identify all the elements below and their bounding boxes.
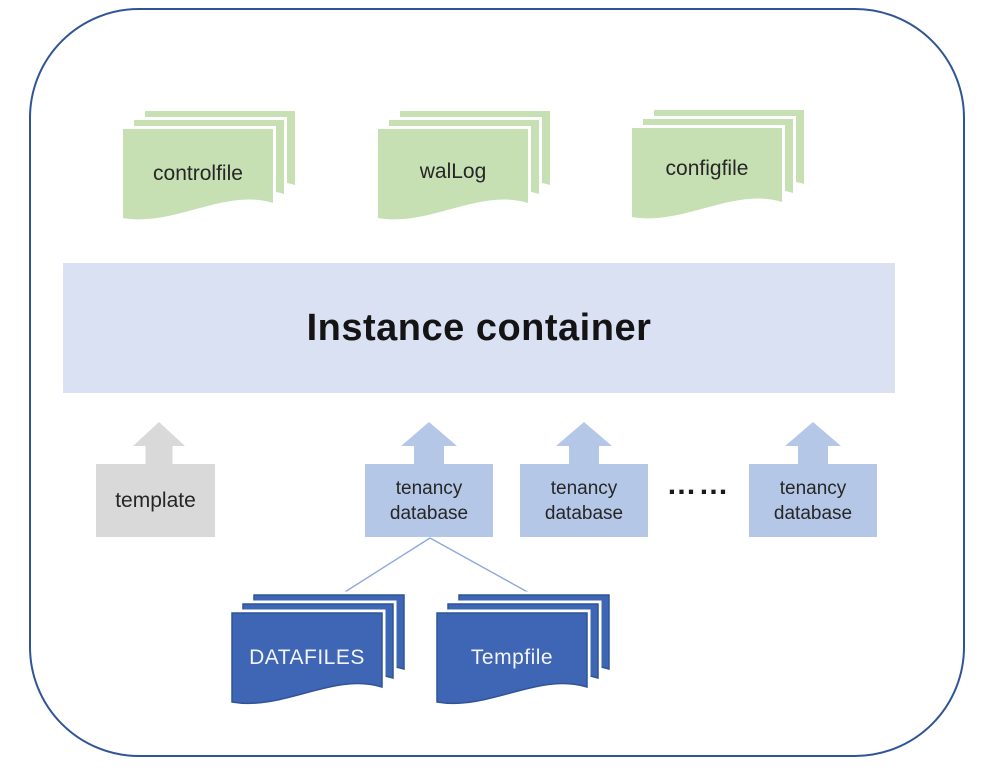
tenancy-database-box-3: tenancy database	[749, 464, 877, 537]
template-label: template	[115, 489, 196, 512]
configfile-label: configfile	[665, 157, 749, 180]
controlfile-label: controlfile	[153, 162, 243, 185]
tenancy1-up-arrow-icon	[399, 422, 459, 464]
template-box: template	[96, 464, 215, 537]
tenancy-label-line2: database	[389, 502, 469, 524]
outer-rounded-frame	[29, 8, 965, 757]
tenancy-database-box-2: tenancy database	[520, 464, 648, 537]
tenancy3-up-arrow-icon	[783, 422, 843, 464]
tenancy2-up-arrow-icon	[554, 422, 614, 464]
connector-lines	[336, 537, 534, 598]
tempfile-stack: Tempfile	[437, 595, 613, 717]
tempfile-label: Tempfile	[470, 646, 554, 669]
datafiles-stack: DATAFILES	[232, 595, 408, 717]
tenancy-label-line1: tenancy	[550, 477, 618, 499]
template-up-arrow-icon	[129, 422, 189, 464]
tenancy-label-line1: tenancy	[395, 477, 463, 499]
datafiles-label: DATAFILES	[249, 646, 365, 669]
wallog-stack: walLog	[378, 111, 554, 233]
instance-container-bar: Instance container	[63, 263, 895, 393]
instance-container-title: Instance container	[306, 306, 652, 349]
tenancy-label-line2: database	[773, 502, 853, 524]
wallog-label: walLog	[419, 160, 487, 183]
ellipsis-dots: ……	[666, 468, 731, 501]
tenancy-database-box-1: tenancy database	[365, 464, 493, 537]
controlfile-stack: controlfile	[123, 111, 299, 233]
tenancy-label-line2: database	[544, 502, 624, 524]
configfile-stack: configfile	[632, 110, 808, 232]
tenancy-label-line1: tenancy	[779, 477, 847, 499]
